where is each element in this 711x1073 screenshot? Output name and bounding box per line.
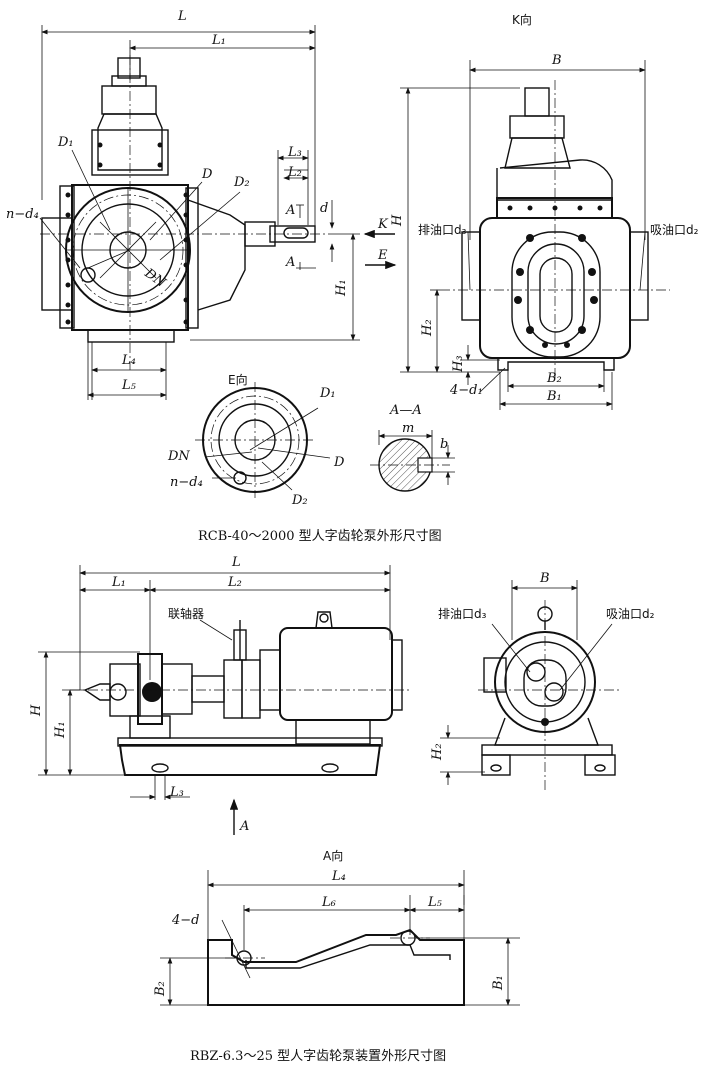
label-4-d1: 4−d₁ bbox=[449, 383, 483, 398]
callout-coupling: 联轴器 bbox=[168, 606, 204, 621]
rbz-side-view bbox=[38, 565, 410, 835]
label-L2: L₂ bbox=[287, 165, 302, 180]
label-E-D2: D₂ bbox=[291, 493, 308, 508]
label-m: m bbox=[402, 421, 414, 436]
rbz-a-view bbox=[160, 870, 520, 1006]
label-rbz-B: B bbox=[539, 571, 550, 586]
label-E-n-d4: n−d₄ bbox=[170, 475, 203, 490]
label-rbz-A-arrow: A bbox=[239, 819, 249, 834]
rbz-end-view bbox=[440, 580, 620, 790]
label-B1-bottom: B₁ bbox=[491, 975, 506, 991]
label-L1: L₁ bbox=[211, 33, 226, 48]
caption-top: RCB-40～2000 型人字齿轮泵外形尺寸图 bbox=[198, 529, 442, 544]
label-L: L bbox=[177, 9, 187, 24]
label-A-lower: A bbox=[285, 255, 295, 270]
label-L6: L₆ bbox=[321, 895, 336, 910]
label-b: b bbox=[440, 437, 448, 452]
label-L5: L₅ bbox=[121, 378, 137, 393]
label-L4: L₄ bbox=[121, 353, 136, 368]
label-H1: H₁ bbox=[334, 279, 349, 297]
label-rbz-H1: H₁ bbox=[53, 721, 68, 739]
label-E-D: D bbox=[333, 455, 345, 470]
label-H3: H₃ bbox=[451, 355, 466, 373]
label-B1: B₁ bbox=[546, 389, 562, 404]
callout-inlet-bottom: 吸油口d₂ bbox=[606, 607, 655, 621]
label-B: B bbox=[551, 53, 562, 68]
label-d: d bbox=[320, 201, 328, 216]
label-H: H bbox=[390, 214, 405, 227]
view-arrows bbox=[363, 229, 397, 270]
label-rbz-H2: H₂ bbox=[430, 743, 445, 761]
aa-section bbox=[370, 430, 455, 492]
label-D2: D₂ bbox=[233, 175, 250, 190]
label-E-arrow: E bbox=[377, 248, 388, 263]
rcb-k-view bbox=[400, 60, 670, 410]
label-D1: D₁ bbox=[57, 135, 74, 150]
title-aa-section: A—A bbox=[389, 403, 422, 418]
caption-bottom: RBZ-6.3～25 型人字齿轮泵装置外形尺寸图 bbox=[190, 1049, 446, 1064]
rcb-front-view bbox=[39, 25, 360, 400]
label-4-d: 4−d bbox=[171, 913, 200, 928]
label-L3: L₃ bbox=[287, 145, 302, 160]
label-E-DN: DN bbox=[167, 449, 190, 464]
title-e-view: E向 bbox=[228, 372, 248, 387]
label-rbz-L1: L₁ bbox=[111, 575, 126, 590]
label-rbz-L3: L₃ bbox=[169, 785, 184, 800]
rcb-e-view bbox=[195, 382, 331, 498]
title-k-view: K向 bbox=[512, 12, 532, 27]
label-n-d4: n−d₄ bbox=[6, 207, 39, 222]
label-rbz-H: H bbox=[29, 704, 44, 717]
label-DN: DN bbox=[141, 265, 169, 291]
callout-outlet-bottom: 排油口d₃ bbox=[438, 607, 487, 621]
label-D: D bbox=[201, 167, 213, 182]
label-rbz-L2: L₂ bbox=[227, 575, 242, 590]
title-a-view: A向 bbox=[323, 848, 343, 863]
label-L4-bottom: L₄ bbox=[331, 869, 346, 884]
callout-outlet-top: 排油口d₃ bbox=[418, 223, 467, 237]
label-A-upper: A bbox=[285, 203, 295, 218]
label-B2-bottom: B₂ bbox=[153, 981, 168, 997]
callout-inlet-top: 吸油口d₂ bbox=[650, 223, 699, 237]
label-rbz-L: L bbox=[231, 555, 241, 570]
label-B2: B₂ bbox=[546, 371, 562, 386]
label-E-D1: D₁ bbox=[319, 386, 336, 401]
label-K-arrow: K bbox=[377, 217, 389, 232]
label-H2: H₂ bbox=[420, 319, 435, 337]
label-L5-bottom: L₅ bbox=[427, 895, 443, 910]
